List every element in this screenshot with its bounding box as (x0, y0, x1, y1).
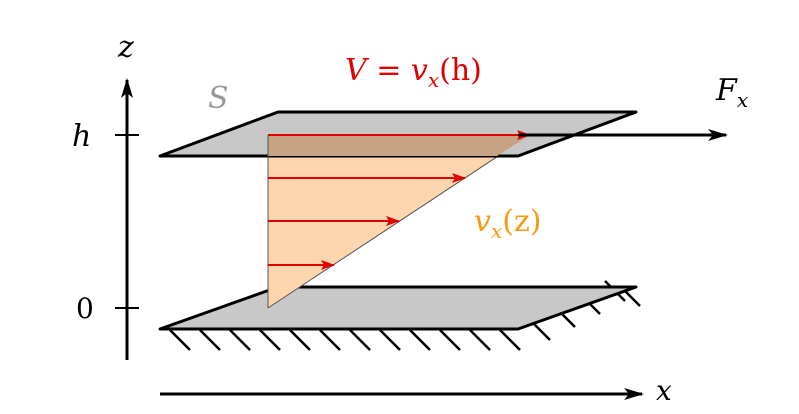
top-velocity-label: V = vx(h) (345, 53, 482, 92)
profile-label: vx(z) (474, 204, 541, 243)
z-axis-label: z (117, 30, 134, 65)
force-label: Fx (715, 73, 748, 112)
bottom-plate (158, 285, 638, 331)
h-tick-label: h (72, 119, 91, 154)
velocity-arrows (268, 130, 531, 270)
surface-label: S (208, 81, 229, 116)
profile-overlap (268, 135, 530, 156)
ground-hatching (169, 280, 641, 351)
zero-tick-label: 0 (76, 292, 94, 325)
x-axis-label: x (656, 374, 672, 407)
